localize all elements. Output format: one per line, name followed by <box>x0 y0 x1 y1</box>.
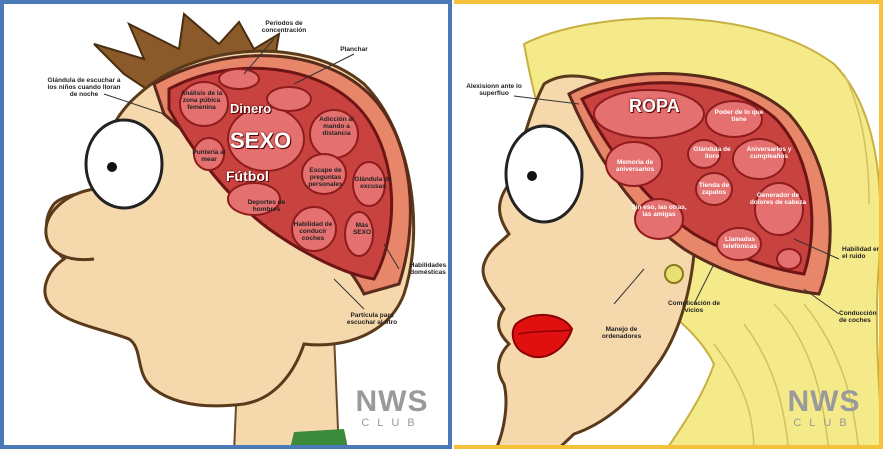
label-conduccion: Conducción de coches <box>839 310 881 324</box>
label-adiccion: Adicción al mando a distancia <box>309 116 364 137</box>
nose <box>46 189 94 260</box>
eye <box>86 120 162 208</box>
eye <box>506 126 582 222</box>
watermark-main: NWS <box>774 387 874 417</box>
label-futbol: Fútbol <box>226 168 269 184</box>
label-deportes: Deportes de hombres <box>244 199 289 213</box>
label-habilidades-domesticas: Habilidades domésticas <box>404 262 452 276</box>
label-mas-sexo: Más SEXO <box>349 222 375 236</box>
watermark-sub: CLUB <box>774 417 874 429</box>
label-sexo: SEXO <box>230 128 291 154</box>
label-glandula-excusas: Glándula de excusas <box>348 176 398 190</box>
female-head-illustration <box>454 4 883 449</box>
pupil <box>107 162 117 172</box>
label-particula: Partícula para escuchar al otro <box>346 312 398 326</box>
label-glandula-escuchar: Glándula de escuchar a los niños cuando … <box>44 77 124 98</box>
male-head-panel: Periodos de concentración Planchar Glánd… <box>0 0 452 449</box>
label-tienda: Tienda de zapatos <box>694 182 734 196</box>
earring <box>665 265 683 283</box>
label-manejo: Manejo de ordenadores <box>594 326 649 340</box>
label-memoria: Memoria de aniversarios <box>609 159 661 173</box>
label-amigas: Sin eso, las otras, las amigas <box>630 204 688 218</box>
watermark-main: NWS <box>342 387 442 417</box>
label-aniversarios: Aniversarios y cumpleaños <box>744 146 794 160</box>
label-alexisionn: Alexisionn ante lo superfluo <box>464 83 524 97</box>
label-escape: Escape de preguntas personales <box>298 167 353 188</box>
shirt <box>289 429 349 449</box>
label-habilidad-ruido: Habilidad en el ruido <box>842 246 882 260</box>
label-llamadas: Llamadas telefónicas <box>714 236 766 250</box>
label-ropa: ROPA <box>629 96 680 117</box>
label-analisis: Análisis de la zona púbica femenina <box>174 90 229 111</box>
watermark-sub: CLUB <box>342 417 442 429</box>
male-head-illustration <box>4 4 452 449</box>
female-head-panel: Alexisionn ante lo superfluo ROPA Poder … <box>454 0 883 449</box>
label-punteria: Puntería al mear <box>190 149 228 163</box>
label-periodos: Periodos de concentración <box>249 20 319 34</box>
label-dinero: Dinero <box>230 101 271 116</box>
nws-club-watermark: NWS CLUB <box>342 387 442 429</box>
nws-club-watermark: NWS CLUB <box>774 387 874 429</box>
label-planchar: Planchar <box>329 46 379 53</box>
pupil <box>527 171 537 181</box>
label-complicacion: Complicación de vicios <box>664 300 724 314</box>
label-poder: Poder de lo que tiene <box>714 109 764 123</box>
label-habilidad-conducir: Habilidad de conducir coches <box>290 221 336 242</box>
label-glandula-lloro: Glándula de lloro <box>691 146 733 160</box>
label-generador: Generador de dolores de cabeza <box>749 192 807 206</box>
